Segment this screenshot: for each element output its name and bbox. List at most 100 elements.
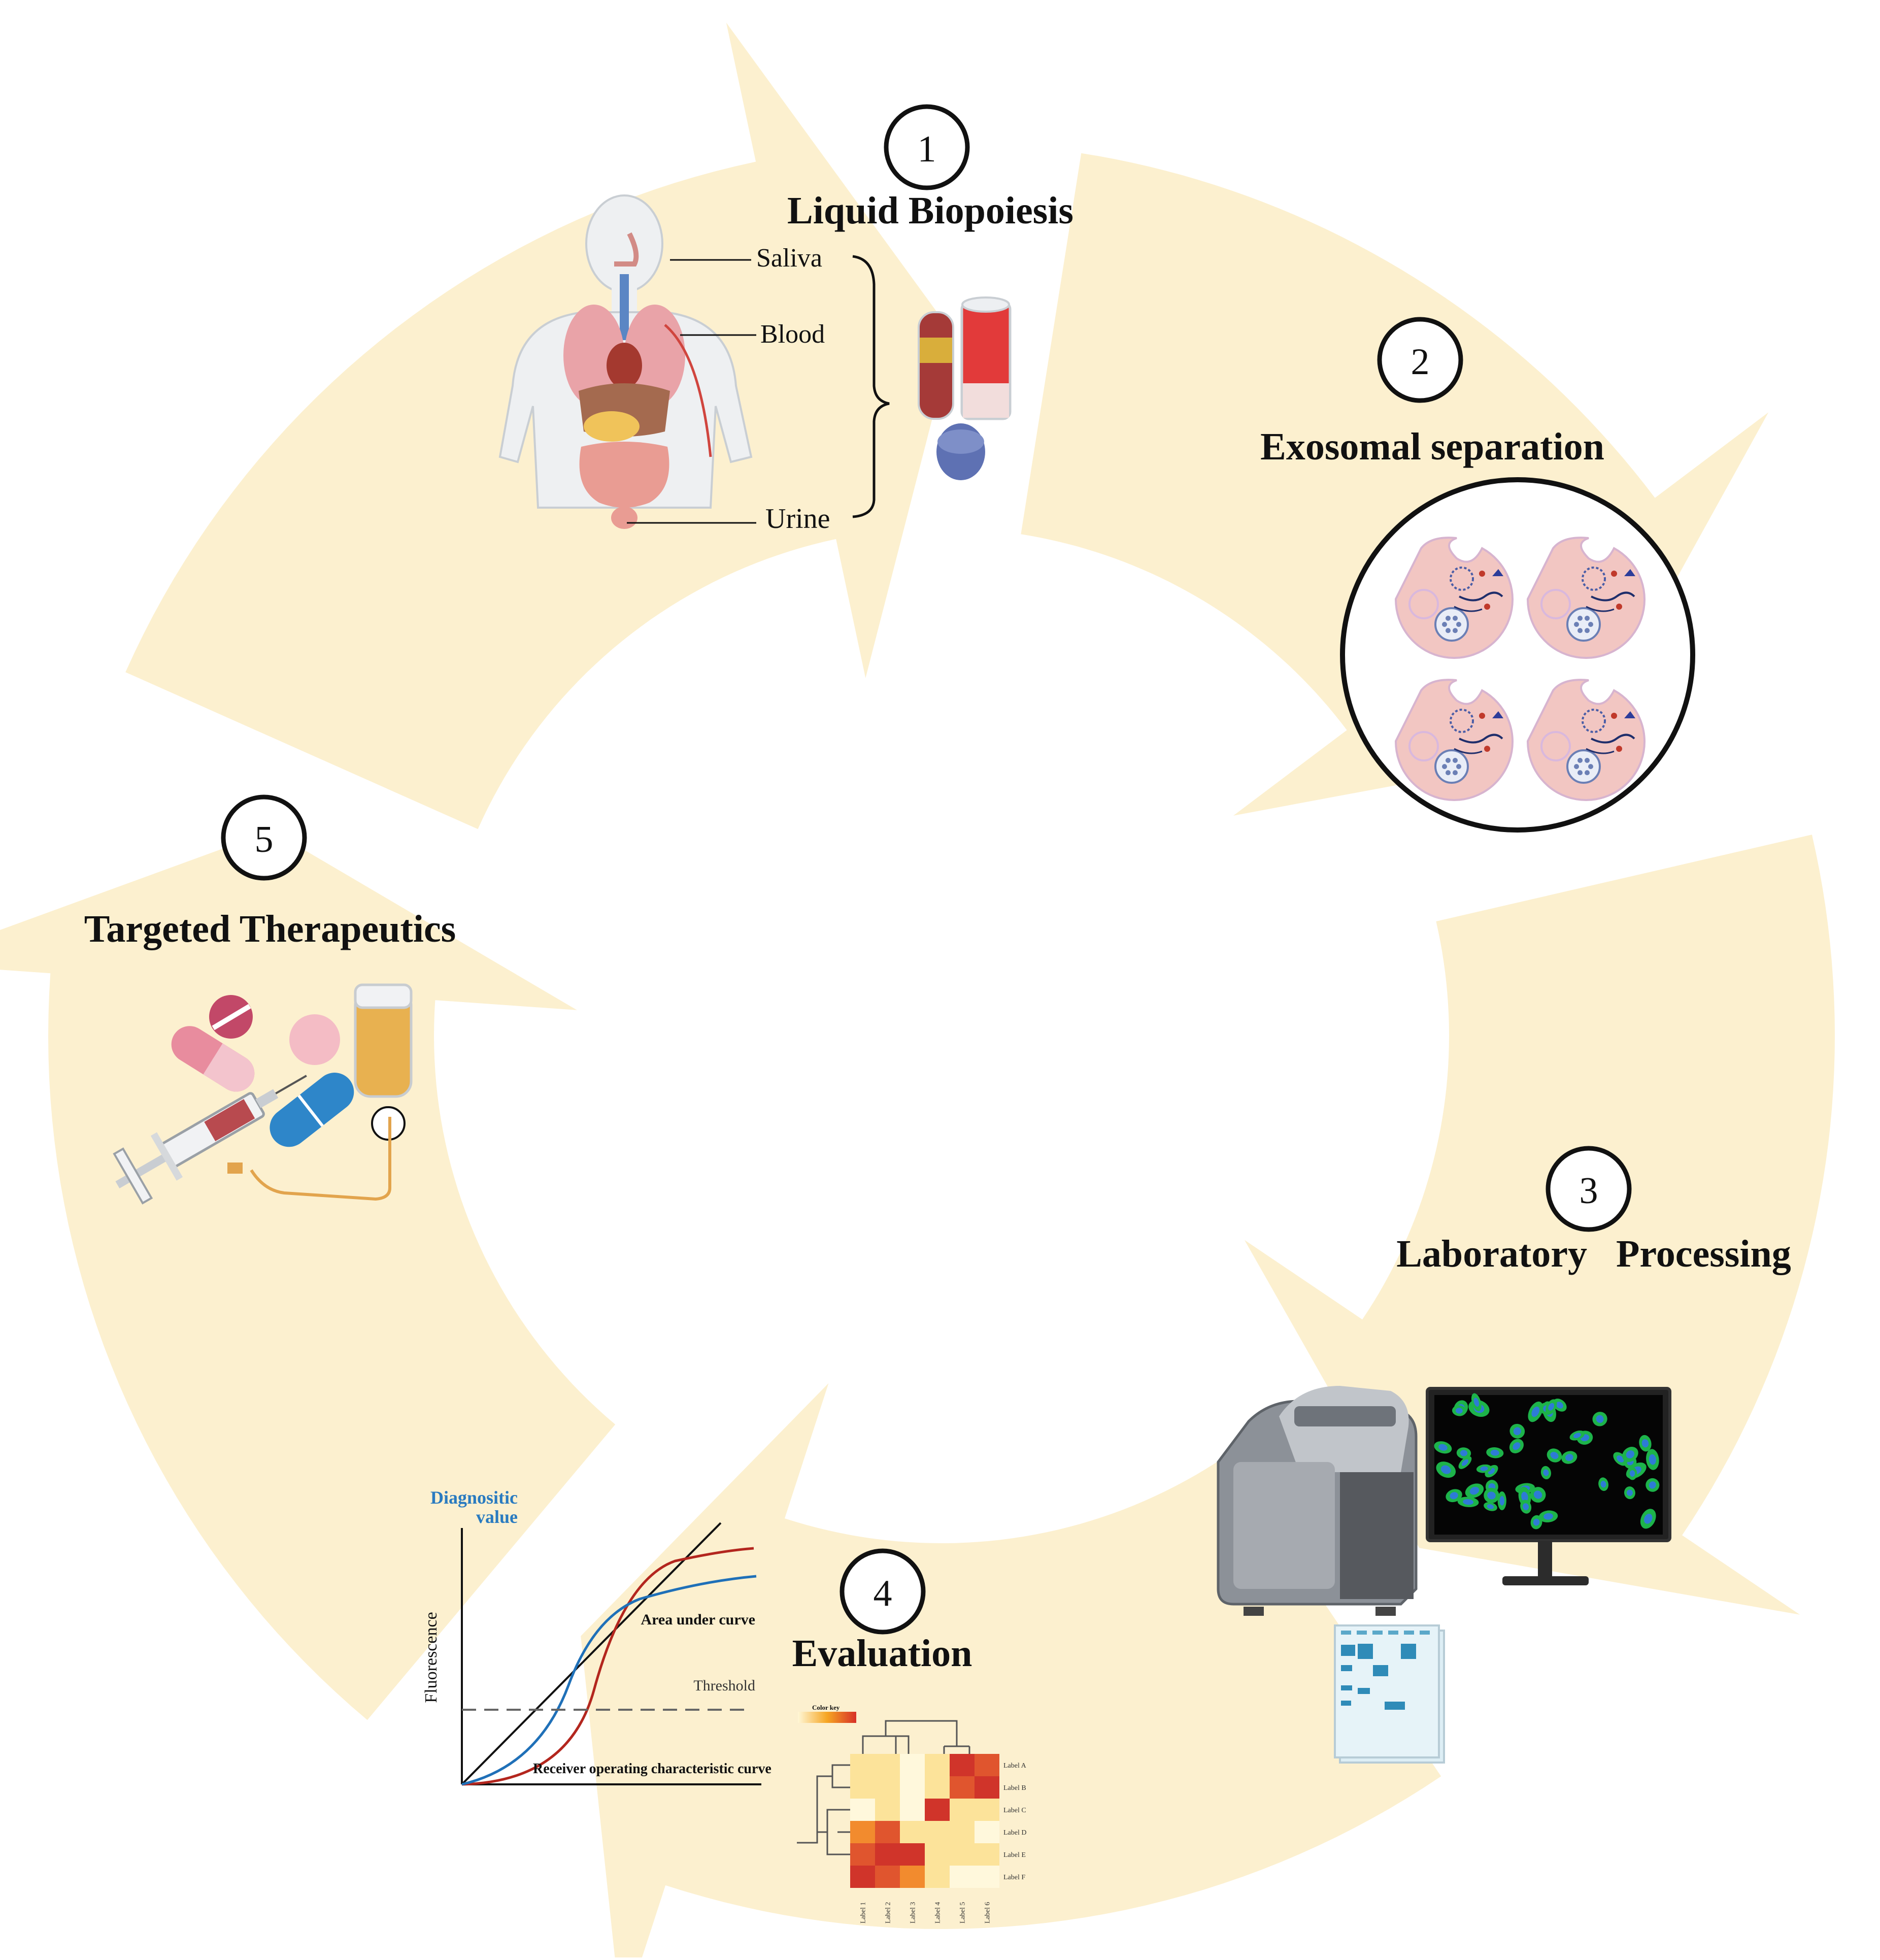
heatmap-cell (925, 1776, 950, 1799)
microscopy-cell (1520, 1500, 1532, 1514)
tablet-icon (289, 1014, 340, 1065)
heatmap-cell (950, 1821, 975, 1843)
heatmap-cell (850, 1799, 875, 1821)
heatmap-dendrogram-top (862, 1720, 970, 1754)
heatmap-cell (975, 1843, 999, 1866)
saliva-label: Saliva (756, 244, 822, 273)
microscopy-cell (1624, 1486, 1635, 1500)
step-4: 4 Evaluation Diagnositic value Fluoresce… (422, 1487, 1027, 1923)
exosome-cell (1394, 679, 1514, 801)
heatmap-cell (925, 1866, 950, 1888)
step-3-title: Laboratory Processing (1396, 1233, 1791, 1275)
microscopy-cell (1484, 1487, 1499, 1504)
gel-band (1341, 1645, 1355, 1656)
heatmap-cell (900, 1866, 925, 1888)
step-5-title: Targeted Therapeutics (84, 908, 456, 950)
roc-curve-blue (461, 1575, 757, 1786)
gel-plate-icon (1334, 1624, 1445, 1764)
microscopy-cell (1639, 1435, 1652, 1452)
gel-band (1341, 1701, 1351, 1706)
heatmap-cell (900, 1776, 925, 1799)
microscopy-cell (1530, 1487, 1546, 1503)
exosome-cell (1394, 537, 1514, 659)
step-1-number: 1 (918, 128, 936, 170)
heatmap-dendrogram-left (797, 1764, 850, 1855)
gel-band (1341, 1685, 1352, 1690)
heatmap-cell (850, 1843, 875, 1866)
microscopy-cell (1622, 1447, 1638, 1462)
microscopy-cell (1592, 1412, 1607, 1426)
heatmap-cell (900, 1799, 925, 1821)
heatmap-row-label: Label C (1003, 1807, 1026, 1814)
microscopy-cell (1561, 1451, 1577, 1464)
microscopy-cell (1547, 1448, 1562, 1463)
color-key-gradient (798, 1712, 856, 1723)
heatmap-cell (950, 1776, 975, 1799)
gel-band (1385, 1702, 1405, 1710)
heatmap-cell (850, 1776, 875, 1799)
microscopy-cell (1452, 1405, 1466, 1416)
microscopy-cell (1484, 1502, 1497, 1511)
step-1: 1 Liquid Biopoiesis Saliva Blood Urine (498, 104, 1073, 535)
microscopy-cell (1627, 1467, 1637, 1480)
heatmap-col-label: Label 3 (910, 1902, 917, 1923)
heatmap-row-label: Label F (1003, 1874, 1025, 1881)
heatmap-row-label: Label D (1003, 1829, 1026, 1837)
step-2-number: 2 (1411, 341, 1430, 383)
step-1-number-circle (884, 104, 970, 190)
microscopy-cell (1528, 1401, 1543, 1422)
gel-band (1341, 1665, 1352, 1671)
gel-band (1401, 1644, 1416, 1659)
heatmap-col-label: Label 6 (984, 1902, 992, 1923)
exosome-cell (1526, 679, 1646, 801)
step-5: 5 Targeted Therapeutics (84, 794, 456, 1205)
exosome-cells (1394, 537, 1646, 801)
sample-bracket (852, 255, 890, 518)
heatmap-cell (850, 1821, 875, 1843)
heatmap-cell (875, 1866, 900, 1888)
gel-band (1358, 1644, 1373, 1659)
heatmap-cell (875, 1843, 900, 1866)
exosome-dish (1340, 477, 1695, 833)
diagnostic-value-label-2: value (476, 1507, 518, 1527)
heatmap-cell (975, 1799, 999, 1821)
heatmap-cell (950, 1843, 975, 1866)
fluorescence-label: Fluorescence (422, 1612, 441, 1703)
heatmap-cell (975, 1776, 999, 1799)
area-under-curve-label: Area under curve (641, 1611, 755, 1628)
microscopy-cell (1546, 1399, 1557, 1414)
microscopy-cell (1476, 1464, 1492, 1473)
roc-chart: Diagnositic value Fluorescence Area unde… (422, 1487, 771, 1786)
gel-band (1373, 1665, 1388, 1676)
microscopy-cell (1446, 1489, 1462, 1503)
microscopy-cell (1458, 1456, 1472, 1469)
heatmap-cell (850, 1866, 875, 1888)
microscopy-cell (1640, 1509, 1656, 1529)
heatmap-cell (875, 1821, 900, 1843)
heatmap-cell (875, 1776, 900, 1799)
heatmap-col-label: Label 4 (934, 1902, 942, 1923)
microscopy-cell (1457, 1497, 1479, 1507)
microscopy-cell (1465, 1483, 1484, 1498)
microscopy-cell (1598, 1477, 1608, 1491)
heatmap-cell (900, 1821, 925, 1843)
step-5-number-circle (221, 794, 307, 881)
heatmap-col-label: Label 2 (885, 1902, 892, 1923)
heatmap-row-label: Label A (1003, 1762, 1027, 1770)
step-4-number-circle (840, 1548, 926, 1635)
human-anatomy-icon (498, 194, 756, 529)
microscopy-cell (1646, 1478, 1660, 1492)
capsule-pink-icon (171, 1026, 255, 1092)
step-2-number-circle (1377, 317, 1463, 403)
step-3: 3 Laboratory Processing (1217, 1146, 1791, 1764)
microscopy-cell (1486, 1447, 1504, 1458)
microscopy-cell (1471, 1393, 1482, 1411)
heatmap-cell (925, 1843, 950, 1866)
heatmap-cell (975, 1821, 999, 1843)
exosome-cell (1526, 537, 1646, 659)
microscopy-cell (1538, 1510, 1558, 1522)
blood-label: Blood (760, 320, 825, 349)
heatmap-cell (950, 1754, 975, 1776)
